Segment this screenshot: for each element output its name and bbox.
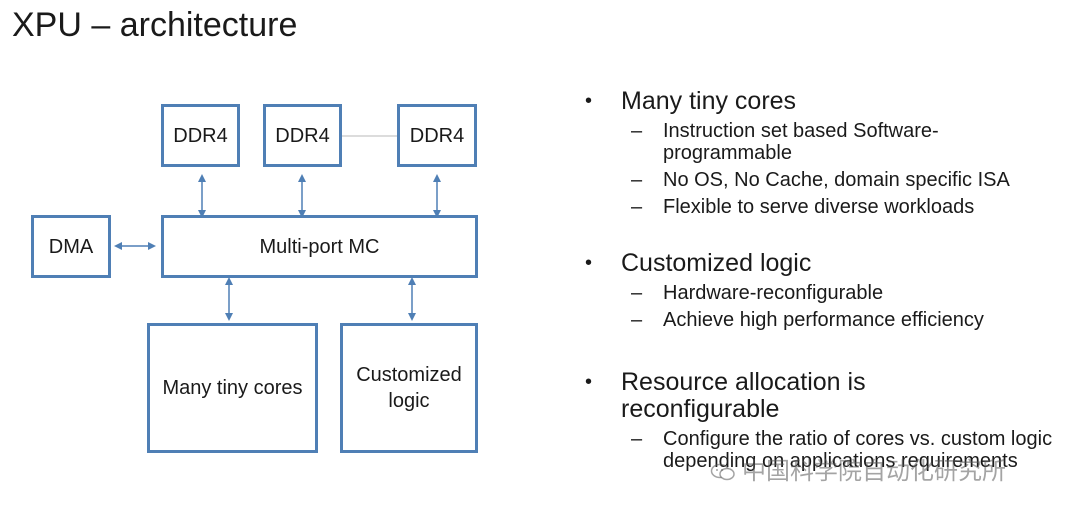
bullet-item-text: Achieve high performance efficiency <box>663 309 984 331</box>
bullet-item: –No OS, No Cache, domain specific ISA <box>631 169 1010 191</box>
architecture-diagram: DDR4 DDR4 DDR4 DMA Multi-port MC Many ti… <box>31 104 478 453</box>
customized-logic-box: Customized logic <box>340 323 478 453</box>
bullet-item-text: Flexible to serve diverse workloads <box>663 196 975 218</box>
bullet-item: –Instruction set based Software-programm… <box>631 120 939 164</box>
bullet-item: –Hardware-reconfigurable <box>631 282 884 304</box>
bullet-section-logic: • Customized logic –Hardware-reconfigura… <box>585 250 1065 332</box>
bullet-item: –Flexible to serve diverse workloads <box>631 196 975 218</box>
bullet-heading-text: Resource allocation is reconfigurable <box>621 368 866 423</box>
ddr4-box-3: DDR4 <box>397 104 477 167</box>
bullet-item-text: Configure the ratio of cores vs. custom … <box>663 428 1053 472</box>
wechat-icon <box>710 463 735 481</box>
diagram-connectors <box>114 135 441 321</box>
bullet-heading: • Resource allocation is reconfigurable <box>585 369 921 423</box>
bullet-dot: • <box>585 90 593 112</box>
bullet-heading: • Many tiny cores <box>585 88 1065 115</box>
watermark: 中国科学院自动化研究所 <box>710 451 1006 486</box>
bullet-dot: • <box>585 371 593 393</box>
bullet-dot: • <box>585 252 593 274</box>
bullet-section-cores: • Many tiny cores –Instruction set based… <box>585 88 1065 219</box>
ddr4-box-1: DDR4 <box>161 104 240 167</box>
watermark-text: 中国科学院自动化研究所 <box>742 457 1006 485</box>
bullet-item: –Achieve high performance efficiency <box>631 309 984 331</box>
bullet-section-resource-items: –Configure the ratio of cores vs. custom… <box>585 423 1065 472</box>
bullet-item-text: No OS, No Cache, domain specific ISA <box>663 169 1010 191</box>
slide-title: XPU – architecture <box>12 6 298 44</box>
bullet-heading-text: Customized logic <box>621 249 812 277</box>
bullet-section-resource: • Resource allocation is reconfigurable <box>585 369 905 423</box>
bullet-heading-text: Many tiny cores <box>621 87 797 115</box>
bullet-heading: • Customized logic <box>585 250 1065 277</box>
customized-logic-line1: Customized <box>356 364 462 386</box>
many-tiny-cores-box: Many tiny cores <box>147 323 318 453</box>
dma-box: DMA <box>31 215 111 278</box>
bullet-item-text: Hardware-reconfigurable <box>663 282 884 304</box>
customized-logic-line2: logic <box>388 390 430 412</box>
bullet-item: –Configure the ratio of cores vs. custom… <box>631 428 1053 472</box>
ddr4-box-2: DDR4 <box>263 104 342 167</box>
multiport-mc-box: Multi-port MC <box>161 215 478 278</box>
bullet-item-text: Instruction set based Software-programma… <box>663 120 939 164</box>
